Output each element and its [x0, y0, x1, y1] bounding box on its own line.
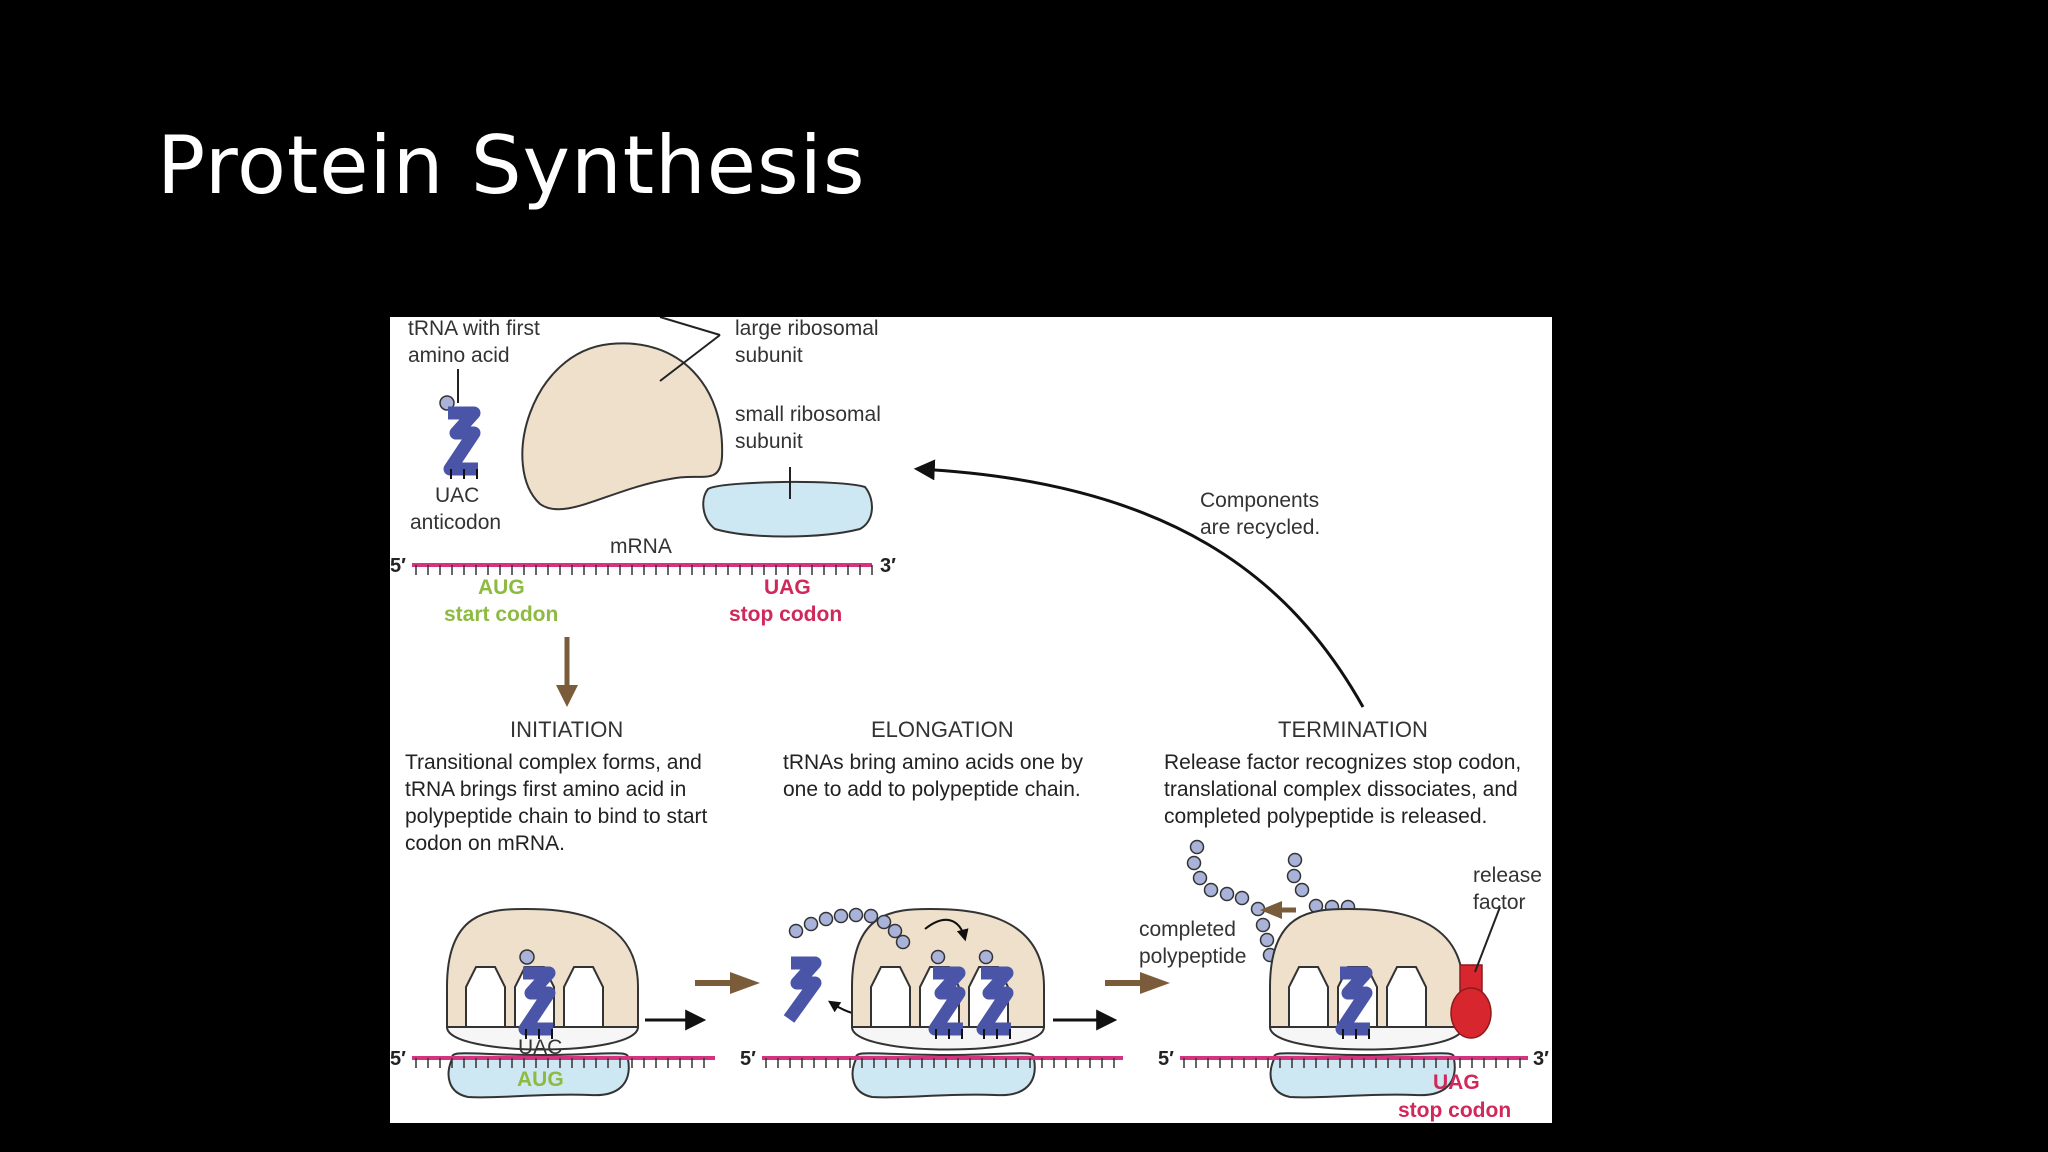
initiation-description: Transitional complex forms, and tRNA bri… — [405, 751, 713, 855]
stage-elongation-text: ELONGATION tRNAs bring amino acids one b… — [783, 717, 1089, 801]
start-codon-label: start codon — [444, 603, 558, 626]
termination-mrna-strand — [1180, 1056, 1528, 1068]
top-five-prime: 5′ — [390, 555, 406, 577]
mrna-label: mRNA — [610, 535, 672, 558]
termination-codon: UAG — [1433, 1071, 1480, 1094]
termination-five-prime: 5′ — [1158, 1048, 1174, 1070]
elongation-diagram: 5′ — [740, 907, 1123, 1099]
initiation-anticodon: UAC — [518, 1036, 562, 1059]
stage-termination-text: TERMINATION Release factor recognizes st… — [1164, 717, 1527, 828]
initiation-arrow — [556, 637, 578, 707]
stage-initiation-text: INITIATION Transitional complex forms, a… — [405, 717, 713, 855]
trna-label: tRNA with first amino acid — [408, 317, 546, 367]
anticodon-seq: UAC — [435, 484, 479, 507]
top-three-prime: 3′ — [880, 555, 896, 577]
termination-stop-label: stop codon — [1398, 1099, 1511, 1122]
initiation-codon: AUG — [517, 1068, 564, 1091]
released-polypeptide — [1186, 839, 1278, 963]
initiation-mrna-strand — [412, 1056, 715, 1068]
slide-title: Protein Synthesis — [157, 119, 866, 212]
initiation-heading: INITIATION — [510, 717, 623, 742]
elongation-incoming-trna-icon — [783, 956, 822, 1023]
small-ribosomal-subunit — [702, 480, 873, 538]
stop-codon-label: stop codon — [729, 603, 842, 626]
initiation-diagram: 5′ UAC AUG — [390, 907, 715, 1099]
initiation-to-elongation-arrow — [695, 972, 760, 994]
large-subunit-label: large ribosomal subunit — [735, 317, 884, 367]
completed-polypeptide-label: completed polypeptide — [1139, 918, 1246, 968]
release-arrow — [1260, 901, 1296, 919]
trna-icon — [448, 413, 478, 479]
large-ribosomal-subunit — [521, 342, 724, 511]
initiation-five-prime: 5′ — [390, 1048, 406, 1070]
top-mrna-strand — [412, 563, 873, 575]
termination-heading: TERMINATION — [1278, 717, 1428, 742]
anticodon-label: anticodon — [410, 511, 501, 534]
start-codon-seq: AUG — [478, 576, 525, 599]
elongation-five-prime: 5′ — [740, 1048, 756, 1070]
termination-diagram: completed polypeptide release factor 5′ … — [1139, 839, 1549, 1122]
release-factor-icon — [1450, 964, 1492, 1039]
recycle-label: Components are recycled. — [1200, 489, 1325, 539]
elongation-description: tRNAs bring amino acids one by one to ad… — [783, 751, 1089, 801]
elongation-mrna-strand — [762, 1056, 1123, 1068]
small-subunit-label: small ribosomal subunit — [735, 403, 887, 453]
recycle-arrow — [913, 459, 1365, 708]
elongation-to-termination-arrow — [1105, 972, 1170, 994]
top-section: tRNA with first amino acid UAC anticodon… — [390, 317, 1365, 708]
termination-description: Release factor recognizes stop codon, tr… — [1164, 751, 1527, 828]
elongation-heading: ELONGATION — [871, 717, 1014, 742]
stop-codon-seq: UAG — [764, 576, 811, 599]
protein-synthesis-figure: tRNA with first amino acid UAC anticodon… — [390, 317, 1552, 1123]
termination-three-prime: 3′ — [1533, 1048, 1549, 1070]
elongation-polypeptide — [788, 907, 994, 965]
release-factor-label: release factor — [1473, 864, 1548, 914]
